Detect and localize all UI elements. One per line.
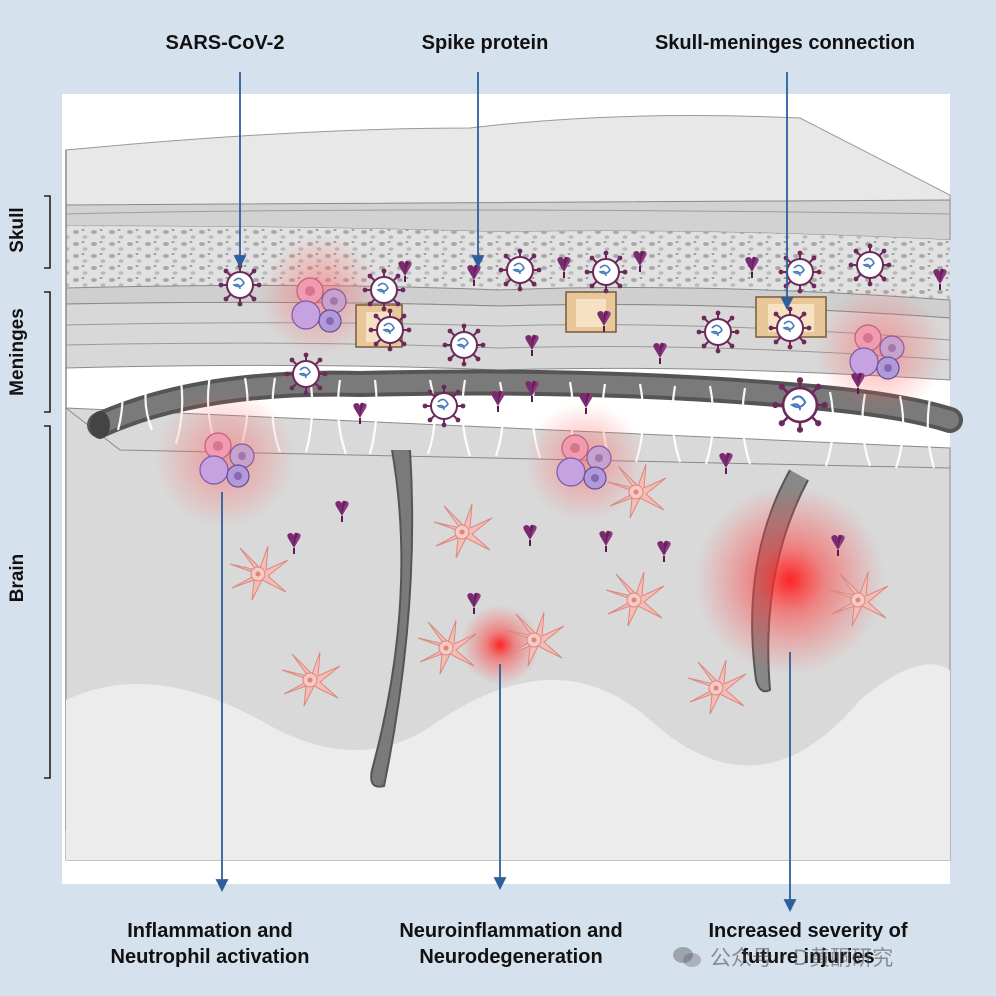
virus-particle — [367, 307, 413, 353]
virus-particle — [767, 305, 813, 351]
virus-particle — [283, 351, 329, 397]
virus-particle — [583, 249, 629, 295]
virus-particle — [441, 322, 487, 368]
virus-particle — [777, 249, 823, 295]
label-inflammation-line2: Neutrophil activation — [110, 946, 310, 968]
skull-top-surface — [65, 115, 951, 211]
inflammation-glow — [695, 485, 885, 675]
label-sars-cov-2: SARS-CoV-2 — [165, 32, 285, 54]
virus-particle — [695, 309, 741, 355]
annotation-arrows — [215, 72, 797, 913]
label-neuro-line2: Neurodegeneration — [419, 946, 603, 968]
inflammation-glow — [460, 605, 540, 685]
virus-particle — [770, 375, 830, 435]
wechat-icon — [673, 947, 701, 967]
sulcus-left — [370, 449, 414, 788]
virus-particle — [217, 262, 263, 308]
watermark-text: 公众号 · D黄酮研究 — [710, 946, 894, 970]
label-neuroinflammation: Neuroinflammation and Neurodegeneration — [366, 918, 656, 970]
label-inflammation-line1: Inflammation and — [127, 920, 293, 942]
label-skull-meninges-connection: Skull-meninges connection — [654, 32, 916, 54]
virus-particle — [847, 242, 893, 288]
label-neuro-line1: Neuroinflammation and — [399, 920, 623, 942]
brain-white-matter — [66, 664, 950, 860]
virus-particle — [497, 247, 543, 293]
virus-particle — [361, 267, 407, 313]
label-increased-severity: Increased severity of future injuries — [668, 918, 948, 970]
side-brackets — [44, 195, 51, 779]
label-inflammation: Inflammation and Neutrophil activation — [60, 918, 360, 970]
inflammation-glow — [155, 388, 295, 528]
label-severity-line1: Increased severity of — [708, 920, 908, 942]
label-severity-line2: future injuries — [741, 946, 875, 968]
virus-particle — [421, 383, 467, 429]
watermark: 公众号 · D黄酮研究 — [672, 942, 972, 972]
inflammation-glow — [525, 402, 645, 522]
label-spike-protein: Spike protein — [421, 32, 549, 54]
